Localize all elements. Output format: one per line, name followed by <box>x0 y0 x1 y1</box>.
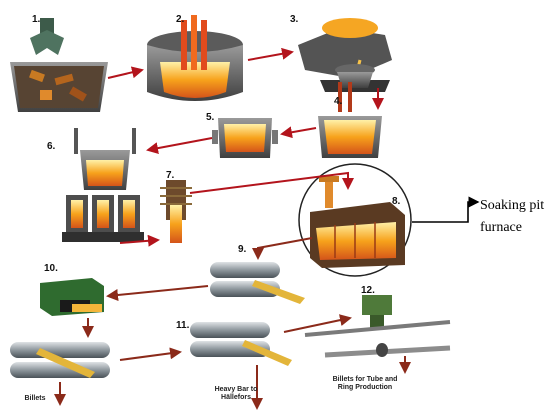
step-label-8: 8. <box>392 196 401 207</box>
step-12-tube-billet-line <box>304 295 451 358</box>
step-label-11: 11. <box>176 320 190 331</box>
step-label-4: 4. <box>334 96 343 107</box>
caption-tube-billets: Billets for Tube and Ring Production <box>320 376 410 392</box>
step-5-vacuum-degassing <box>212 118 278 158</box>
step-7-ingot <box>160 180 192 243</box>
step-6-ingot-casting <box>62 128 144 242</box>
step-label-5: 5. <box>206 112 215 123</box>
arrow-1-2 <box>107 66 144 79</box>
step-8-soaking-pit <box>298 163 412 277</box>
arrow-7-8 <box>189 171 354 194</box>
step-label-2: 2. <box>176 14 185 25</box>
caption-heavy-bar-line1: Heavy Bar to <box>214 386 258 393</box>
step-label-3: 3. <box>290 14 299 25</box>
arrow-6-7 <box>119 234 160 247</box>
step-2-arc-furnace <box>147 15 243 101</box>
step-3-tapping <box>298 18 392 92</box>
arrow-11-12 <box>283 314 352 333</box>
caption-tube-line2: Ring Production <box>337 384 393 391</box>
step-label-1: 1. <box>32 14 41 25</box>
arrow-2-3 <box>247 47 294 61</box>
step-4-ladle-refining <box>318 82 382 158</box>
soaking-pit-pointer <box>412 196 480 223</box>
step-label-10: 10. <box>44 263 58 274</box>
step-10-reheat-furnace <box>40 278 104 316</box>
arrow-to-11 <box>119 347 182 361</box>
step-11-rolling-mill <box>190 322 292 366</box>
arrow-5-6 <box>146 137 213 155</box>
soaking-pit-label: Soaking pit furnace <box>480 195 544 239</box>
step-label-6: 6. <box>47 141 56 152</box>
arrow-9-10 <box>106 285 209 301</box>
flow-arrows <box>54 47 411 410</box>
soaking-pit-circle <box>298 163 412 277</box>
arrow-4-5 <box>280 126 317 139</box>
step-1-scrap-charge <box>10 18 108 112</box>
caption-heavy-bar-line2: Hällefors <box>221 394 251 401</box>
soaking-pit-label-line1: Soaking pit <box>480 198 545 213</box>
caption-tube-line1: Billets for Tube and <box>332 376 398 383</box>
step-label-7: 7. <box>166 170 175 181</box>
step-label-9: 9. <box>238 244 247 255</box>
billet-rolling-mill <box>10 342 110 378</box>
caption-heavy-bar: Heavy Bar to Hällefors <box>196 386 276 402</box>
caption-billets: Billets <box>24 395 46 402</box>
soaking-pit-label-line2: furnace <box>480 220 522 235</box>
step-9-rolling-mill <box>210 262 305 304</box>
arrow-8-9 <box>252 237 313 260</box>
step-label-12: 12. <box>361 285 375 296</box>
